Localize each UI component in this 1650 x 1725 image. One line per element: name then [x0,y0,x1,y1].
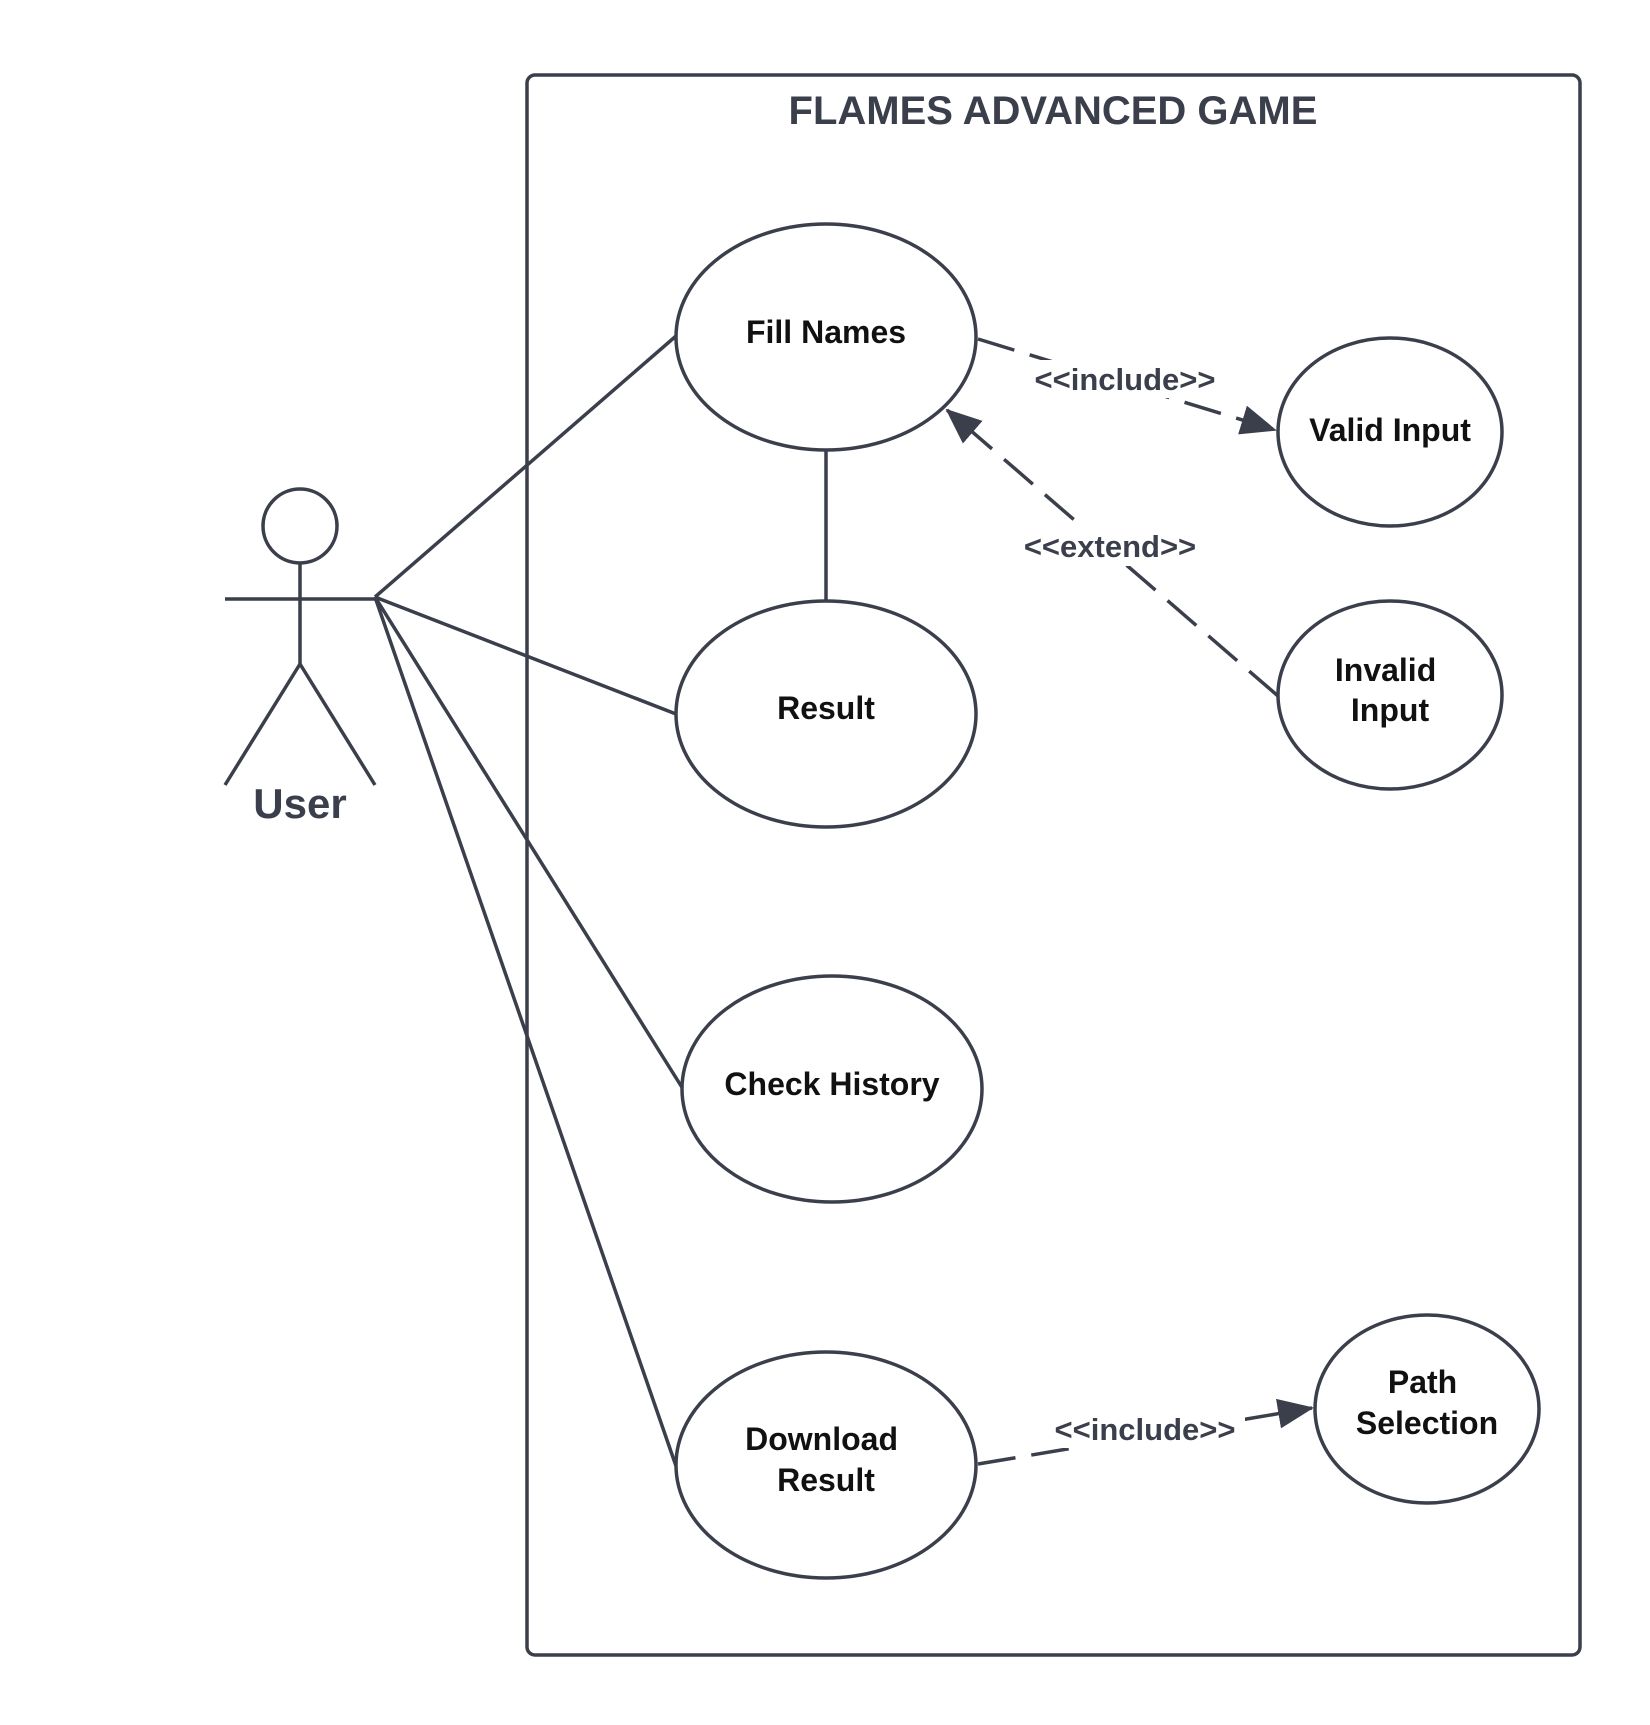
stereotype-labels: <<include>> <<extend>> <<include>> [1013,360,1245,1448]
use-case-path-selection: Path Selection [1313,1313,1541,1505]
use-case-result: Result [674,599,978,829]
assoc-download-result [373,596,678,1467]
use-case-check-history: Check History [680,974,984,1204]
actor-left-leg [223,663,302,786]
extend-invalid-label: <<extend>> [1024,529,1196,564]
assoc-fill-names [373,334,678,599]
use-case-invalid-input: Invalid Input [1276,599,1504,791]
download-result-label-line2: Result [777,1462,875,1498]
dependencies [945,337,1314,1466]
svg-text:Invalid Input: Invalid Input [1335,652,1445,728]
actor-head [261,487,339,565]
svg-text:Path Selection: Path Selection [1356,1364,1498,1441]
actor-user: User [223,487,377,827]
use-case-download-result: Download Result [674,1350,978,1580]
assoc-check-history [373,596,685,1090]
actor-right-leg [298,663,377,786]
include-valid-label: <<include>> [1035,362,1216,397]
valid-input-label: Valid Input [1309,412,1471,448]
fill-names-label: Fill Names [746,314,906,350]
system-title: FLAMES ADVANCED GAME [789,89,1318,133]
use-case-valid-input: Valid Input [1276,336,1504,528]
svg-text:Check History: Check History [724,1066,939,1102]
invalid-input-label-line1: Invalid [1335,652,1436,688]
result-label: Result [777,690,875,726]
invalid-input-label-line2: Input [1351,692,1430,728]
download-result-label-line1: Download [745,1421,898,1457]
svg-text:Valid Input: Valid Input [1309,412,1471,448]
associations [373,334,828,1467]
include-path-label: <<include>> [1055,1412,1236,1447]
svg-text:Fill Names: Fill Names [746,314,906,350]
use-case-fill-names: Fill Names [674,222,978,452]
path-selection-label-line2: Selection [1356,1405,1498,1441]
check-history-label: Check History [724,1066,939,1102]
path-selection-label-line1: Path [1388,1364,1457,1400]
system-boundary [525,73,1582,1657]
svg-text:Download Result: Download Result [745,1421,907,1498]
actor-label: User [253,780,346,827]
svg-text:Result: Result [777,690,875,726]
assoc-result [374,595,677,716]
